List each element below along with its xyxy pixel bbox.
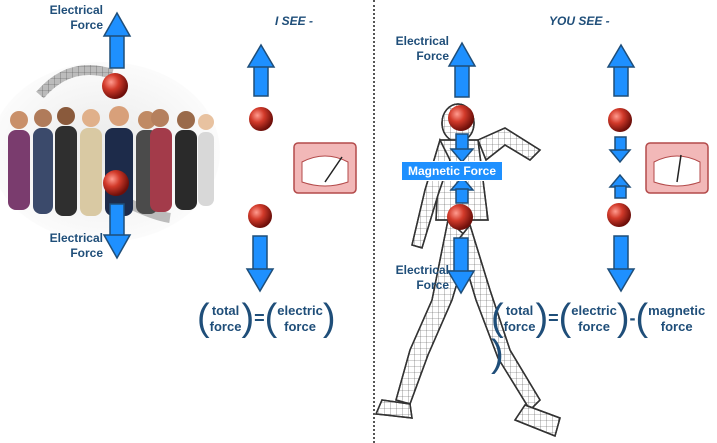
you-see-header: YOU SEE - xyxy=(549,14,610,28)
electrical-force-label-bottom-left: Electrical Force xyxy=(30,231,103,261)
arrow-up-electric-i-see xyxy=(246,43,276,97)
label-line: Force xyxy=(70,18,103,32)
arrow-down-electric-walker xyxy=(446,237,476,295)
arrow-up-magnetic-you-see xyxy=(608,173,632,199)
label-line: Electrical xyxy=(49,231,103,245)
arrow-down-electric-you-see xyxy=(606,235,636,293)
charge-ball-crowd-top xyxy=(102,73,128,99)
label-line: Electrical xyxy=(395,34,449,48)
charge-ball-you-see-bottom xyxy=(607,203,631,227)
electrical-force-label-top-right: Electrical Force xyxy=(376,34,449,64)
label-line: Force xyxy=(416,278,449,292)
arrow-down-electric-crowd xyxy=(102,203,132,260)
arrow-down-magnetic-you-see xyxy=(608,136,632,164)
eq-term: electric xyxy=(277,303,323,318)
meter-you-see xyxy=(645,142,709,194)
eq-term: electric xyxy=(571,303,617,318)
charge-ball-i-see-bottom xyxy=(248,204,272,228)
label-line: Force xyxy=(70,246,103,260)
charge-ball-i-see-top xyxy=(249,107,273,131)
eq-term: force xyxy=(578,319,610,334)
label-line: Force xyxy=(416,49,449,63)
arrow-up-electric-crowd xyxy=(102,11,132,69)
magnetic-force-label: Magnetic Force xyxy=(401,161,504,181)
charge-ball-you-see-top xyxy=(608,108,632,132)
minus-sign: - xyxy=(629,308,636,328)
electrical-force-label-top-left: Electrical Force xyxy=(30,3,103,33)
equals-sign: = xyxy=(254,308,265,328)
arrow-down-electric-i-see xyxy=(245,235,275,293)
label-line: Electrical xyxy=(49,3,103,17)
electrical-force-label-bottom-right: Electrical Force xyxy=(376,263,449,293)
i-see-header: I SEE - xyxy=(275,14,314,28)
meter-i-see xyxy=(293,142,357,194)
charge-ball-walker-bottom xyxy=(447,204,473,230)
eq-term: force xyxy=(503,319,536,334)
label-line: Electrical xyxy=(395,263,449,277)
arrow-up-magnetic-walker xyxy=(449,175,475,204)
eq-term: force xyxy=(284,319,316,334)
crowd-image xyxy=(0,62,220,242)
eq-term: total xyxy=(505,303,534,318)
arrow-up-electric-walker xyxy=(447,41,477,98)
panel-divider xyxy=(373,0,375,443)
arrow-down-magnetic-walker xyxy=(449,133,475,164)
charge-ball-crowd-bottom xyxy=(103,170,129,196)
eq-term: force xyxy=(660,319,693,334)
eq-term: magnetic xyxy=(648,303,706,318)
charge-ball-walker-top xyxy=(448,105,474,131)
eq-term: force xyxy=(209,319,242,334)
arrow-up-electric-you-see xyxy=(606,43,636,97)
equals-sign: = xyxy=(548,308,559,328)
eq-term: total xyxy=(211,303,240,318)
